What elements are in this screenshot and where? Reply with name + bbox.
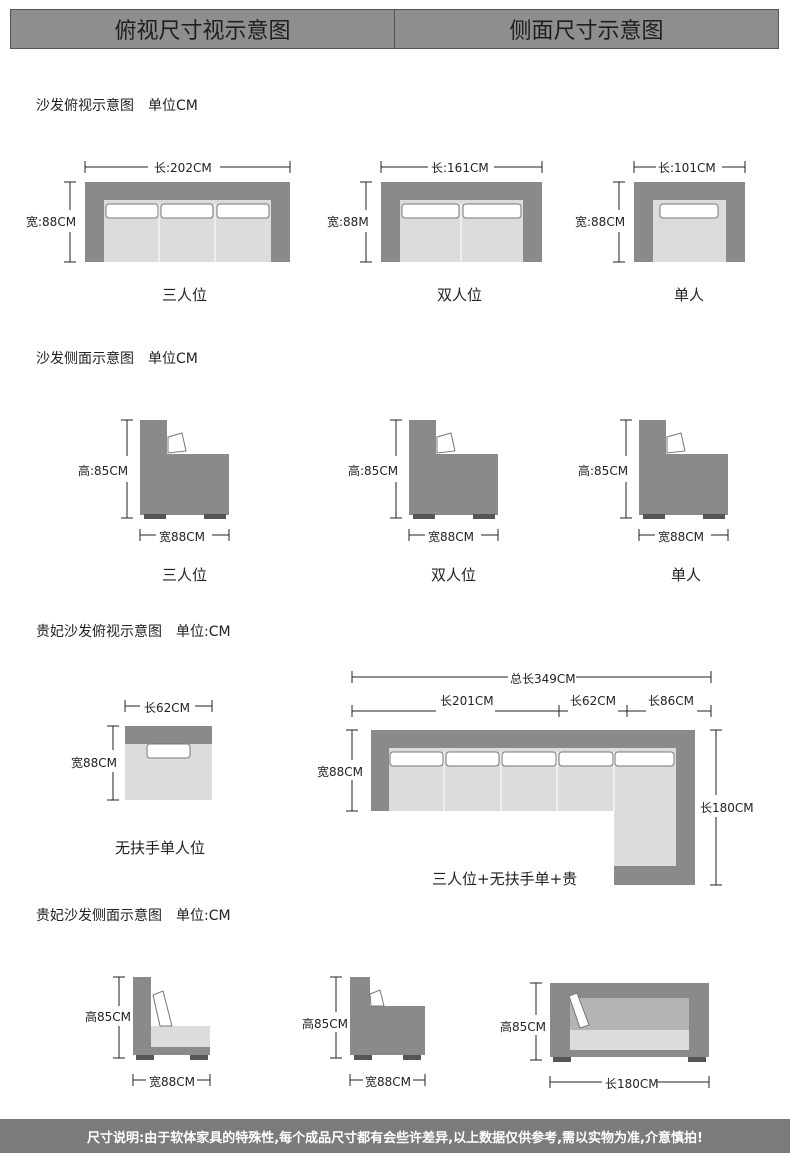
side-two-seat-height-label: 高:85CM: [348, 464, 399, 478]
armless-single-caption: 无扶手单人位: [115, 839, 206, 857]
sectional-caption: 三人位+无扶手单+贵: [432, 870, 578, 888]
header-bar: 俯视尺寸视示意图 侧面尺寸示意图: [10, 9, 779, 49]
chaise-side-b-width-label: 宽88CM: [365, 1075, 412, 1089]
side-two-seat-sofa: [409, 420, 498, 519]
top-single-caption: 单人: [674, 286, 705, 304]
footer-note-bar: 尺寸说明:由于软体家具的特殊性,每个成品尺寸都有会些许差异,以上数据仅供参考,需…: [0, 1119, 790, 1153]
section-title-chaise-side-view: 贵妃沙发侧面示意图 单位:CM: [36, 908, 231, 924]
top-two-seat-length-label: 长:161CM: [431, 161, 489, 175]
side-three-seat-sofa: [140, 420, 229, 519]
top-two-seat-width-label: 宽:88M: [327, 215, 369, 229]
sectional-total-length-dim: [351, 671, 712, 683]
side-single-width-dim: [638, 529, 729, 541]
side-single-height-label: 高:85CM: [578, 464, 629, 478]
section-title-side-view: 沙发侧面示意图 单位CM: [36, 351, 198, 367]
sectional-seg1-label: 长201CM: [440, 694, 494, 708]
top-three-seat-length-dim: [84, 161, 291, 173]
armless-single-length-dim: [124, 700, 213, 712]
chaise-side-c-length-label: 长180CM: [605, 1077, 659, 1091]
chaise-side-b: [350, 977, 425, 1060]
header-side-view-title: 侧面尺寸示意图: [394, 10, 778, 48]
armless-single-length-label: 长62CM: [144, 701, 191, 715]
section-title-top-view: 沙发俯视示意图 单位CM: [36, 98, 198, 114]
top-single-sofa: [634, 182, 745, 262]
chaise-side-c: [550, 983, 709, 1062]
chaise-side-c-height-dim: [530, 982, 542, 1061]
side-three-seat-height-dim: [121, 419, 133, 519]
chaise-side-b-height-label: 高85CM: [302, 1017, 349, 1031]
armless-single-width-dim: [107, 725, 119, 801]
chaise-side-b-width-dim: [349, 1074, 426, 1086]
footer-note: 尺寸说明:由于软体家具的特殊性,每个成品尺寸都有会些许差异,以上数据仅供参考,需…: [87, 1130, 703, 1146]
sectional-seg2-label: 长62CM: [570, 694, 617, 708]
top-single-length-label: 长:101CM: [658, 161, 716, 175]
top-two-seat-length-dim: [380, 161, 543, 173]
side-three-seat-caption: 三人位: [162, 566, 208, 584]
chaise-side-a-height-dim: [113, 976, 125, 1059]
side-single-sofa: [639, 420, 728, 519]
top-two-seat-width-dim: [360, 181, 372, 263]
sectional-total-length-label: 总长349CM: [510, 672, 576, 686]
sectional-width-dim: [346, 729, 358, 812]
sectional-top: [371, 730, 695, 885]
side-three-seat-width-label: 宽88CM: [159, 530, 206, 544]
side-two-seat-height-dim: [390, 419, 402, 519]
sectional-segment-dims: [351, 705, 712, 717]
top-two-seat-caption: 双人位: [437, 286, 483, 304]
header-top-view-title: 俯视尺寸视示意图: [114, 19, 291, 44]
top-single-width-label: 宽:88CM: [575, 215, 626, 229]
chaise-side-a-width-label: 宽88CM: [149, 1075, 196, 1089]
side-two-seat-width-label: 宽88CM: [428, 530, 475, 544]
section-title-chaise-top-view: 贵妃沙发俯视示意图 单位:CM: [36, 624, 231, 640]
sectional-seg3-label: 长86CM: [648, 694, 695, 708]
chaise-side-c-height-label: 高85CM: [500, 1020, 547, 1034]
top-three-seat-width-dim: [64, 181, 76, 263]
chaise-side-a-height-label: 高85CM: [85, 1010, 132, 1024]
chaise-side-c-length-dim: [549, 1076, 710, 1088]
side-three-seat-height-label: 高:85CM: [78, 464, 129, 478]
side-single-caption: 单人: [671, 566, 702, 584]
side-two-seat-caption: 双人位: [431, 566, 477, 584]
side-three-seat-width-dim: [139, 529, 230, 541]
armless-single-width-label: 宽88CM: [71, 756, 118, 770]
sectional-depth-dim: [710, 729, 722, 886]
top-three-seat-width-label: 宽:88CM: [26, 215, 77, 229]
top-three-seat-caption: 三人位: [162, 286, 208, 304]
sectional-width-label: 宽88CM: [317, 765, 364, 779]
top-three-seat-sofa: [85, 182, 290, 262]
top-single-width-dim: [613, 181, 625, 263]
side-single-width-label: 宽88CM: [658, 530, 705, 544]
top-three-seat-length-label: 长:202CM: [154, 161, 212, 175]
armless-single-top: [125, 726, 212, 800]
sectional-depth-label: 长180CM: [700, 801, 754, 815]
chaise-side-a: [133, 977, 210, 1060]
side-two-seat-width-dim: [408, 529, 499, 541]
chaise-side-b-height-dim: [330, 976, 342, 1059]
top-two-seat-sofa: [381, 182, 542, 262]
top-single-length-dim: [633, 161, 746, 173]
chaise-side-a-width-dim: [132, 1074, 211, 1086]
side-single-height-dim: [620, 419, 632, 519]
